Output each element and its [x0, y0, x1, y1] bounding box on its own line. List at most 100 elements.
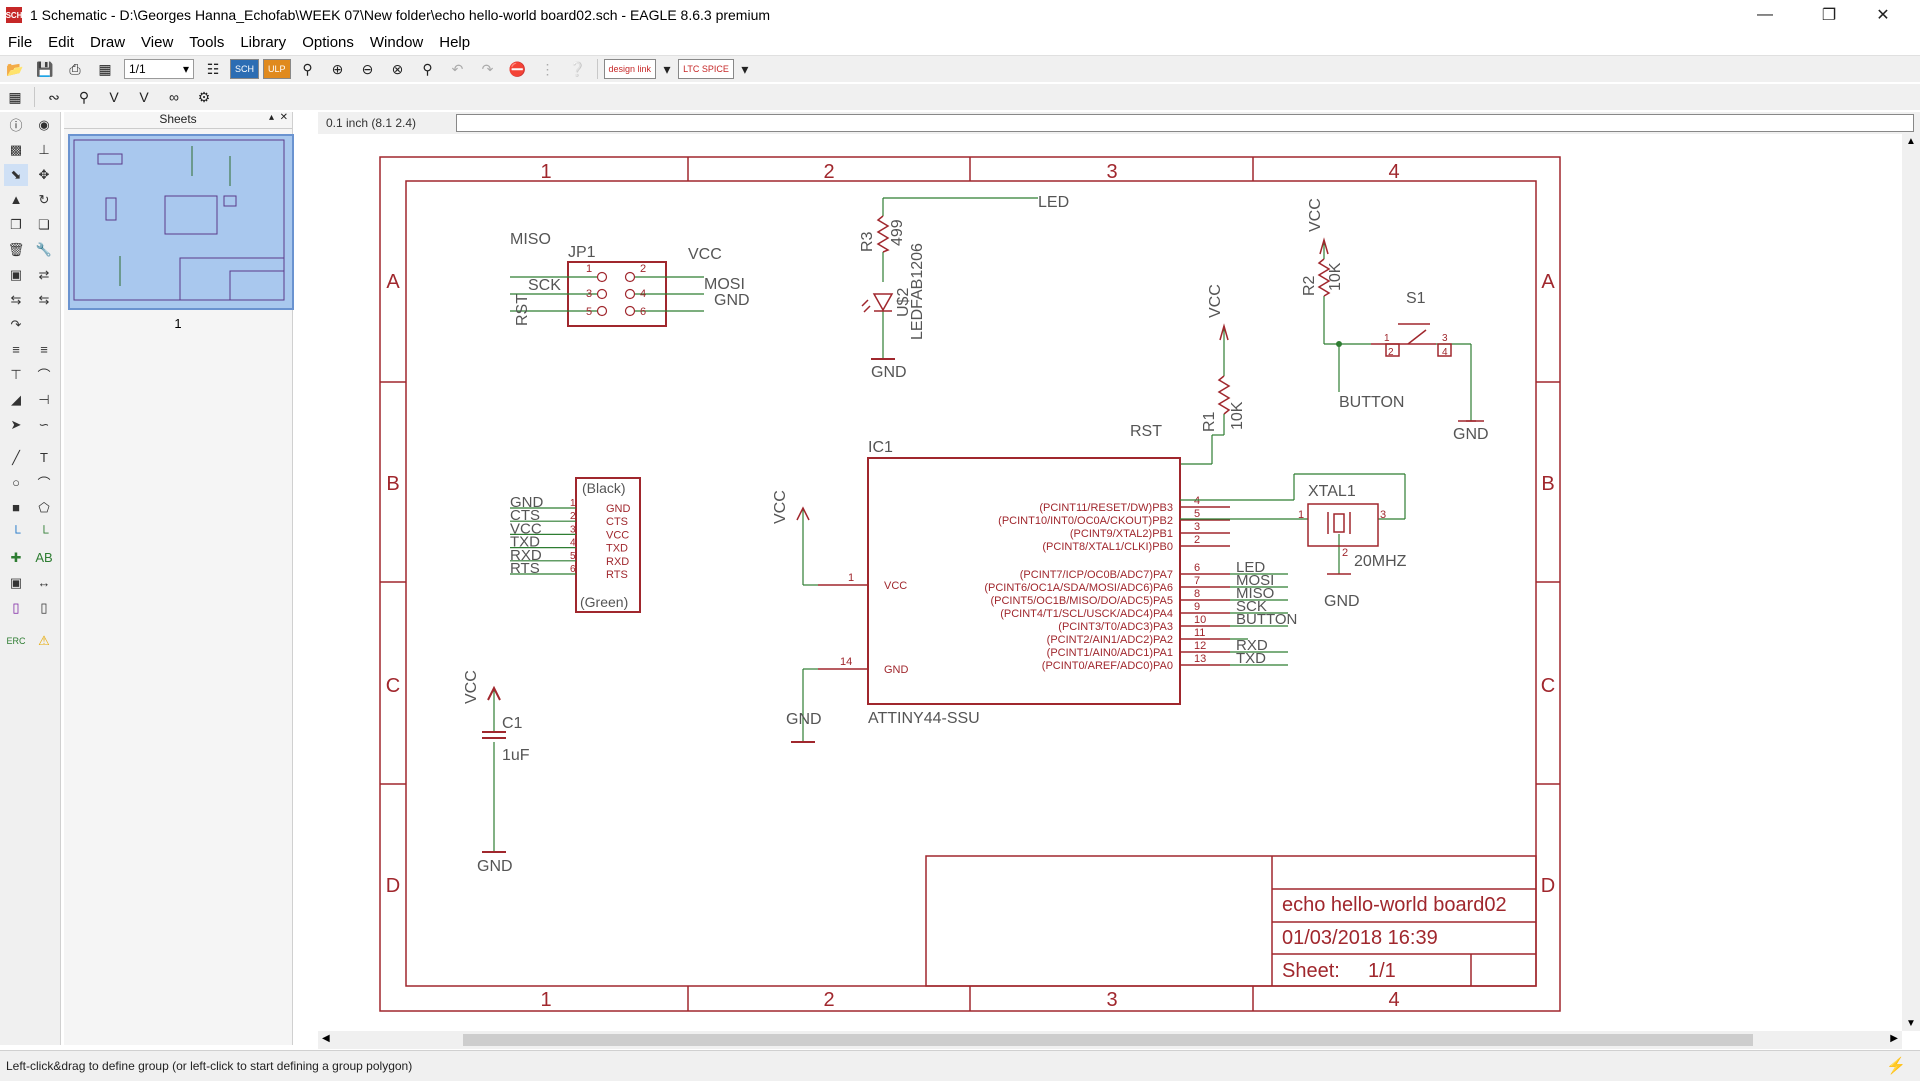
scroll-up-icon[interactable]: ▲: [1906, 136, 1916, 147]
horizontal-scrollbar[interactable]: ◀ ▶: [318, 1031, 1902, 1049]
label-icon[interactable]: AB: [35, 550, 53, 565]
menu-draw[interactable]: Draw: [90, 33, 126, 51]
menu-help[interactable]: Help: [439, 33, 471, 51]
split-wire-icon[interactable]: ◢: [11, 391, 21, 407]
ic1-pin-name: (PCINT9/XTAL2)PB1: [1070, 528, 1173, 540]
circle-icon[interactable]: ○: [12, 475, 20, 490]
line-icon[interactable]: ╱: [12, 449, 20, 465]
layers-icon[interactable]: ▩: [9, 141, 23, 157]
info-icon[interactable]: ⓘ: [9, 118, 23, 133]
ic1-pin-name: (PCINT4/T1/SCL/USCK/ADC4)PA4: [1000, 608, 1173, 620]
wrench-icon[interactable]: 🔧: [35, 241, 53, 257]
name-icon[interactable]: ≡: [12, 342, 20, 357]
attribute-icon[interactable]: ▣: [9, 574, 23, 590]
scroll-left-icon[interactable]: ◀: [322, 1033, 330, 1044]
menu-tools[interactable]: Tools: [189, 33, 225, 51]
minimize-button[interactable]: —: [1757, 6, 1773, 23]
scroll-right-icon[interactable]: ▶: [1890, 1033, 1898, 1044]
print-icon[interactable]: ⎙: [69, 60, 81, 77]
menu-file[interactable]: File: [8, 33, 33, 51]
zoom-select-icon[interactable]: ⊗: [391, 60, 404, 77]
undo-icon[interactable]: ↶: [451, 60, 464, 77]
gateswap-icon[interactable]: ⇆: [38, 291, 50, 307]
chevron-down-icon[interactable]: ▾: [741, 60, 749, 77]
close-button[interactable]: ✕: [1876, 7, 1890, 24]
ulp-badge[interactable]: ULP: [263, 59, 291, 79]
module-icon[interactable]: ▯: [12, 599, 20, 615]
net-tool-icon[interactable]: └: [39, 525, 49, 540]
group-icon[interactable]: ⬊: [4, 163, 28, 186]
pin-icon[interactable]: ▴: [268, 112, 274, 123]
zoom-last-icon[interactable]: ⚲: [422, 60, 433, 77]
ltc-spice-badge[interactable]: LTC SPICE: [678, 59, 734, 79]
delete-icon[interactable]: 🗑: [7, 241, 25, 257]
paste-icon[interactable]: ❏: [38, 216, 50, 232]
value-tool-icon[interactable]: ≡: [40, 342, 48, 357]
pinswap-icon[interactable]: ⇄: [38, 266, 50, 282]
mirror-icon[interactable]: ▲: [9, 192, 23, 207]
zoom-fit-icon[interactable]: ⚲: [302, 60, 313, 77]
stop-icon[interactable]: ⛔: [508, 60, 527, 77]
close-icon[interactable]: ✕: [279, 112, 288, 123]
paint-icon[interactable]: ∽: [38, 416, 50, 432]
erc-icon[interactable]: ERC: [6, 635, 26, 646]
replace-icon[interactable]: ⇆: [10, 291, 22, 307]
c1-ref: C1: [502, 715, 523, 732]
bus-icon[interactable]: ∞: [169, 89, 179, 105]
split-icon[interactable]: ↷: [10, 316, 22, 332]
sheet-select[interactable]: 1/1 ▾: [124, 59, 194, 79]
scroll-down-icon[interactable]: ▼: [1906, 1018, 1916, 1029]
sch-badge[interactable]: SCH: [230, 59, 260, 79]
arc-icon[interactable]: ⌒: [37, 476, 51, 491]
maximize-button[interactable]: ❐: [1821, 7, 1837, 24]
port-icon[interactable]: ▯: [40, 599, 48, 615]
miter-icon[interactable]: ⌒: [37, 368, 51, 383]
gear-icon[interactable]: ⚙: [197, 88, 211, 105]
redo-icon[interactable]: ↷: [481, 60, 494, 77]
zoom-out-icon[interactable]: ⊖: [361, 60, 374, 77]
horizontal-scroll-thumb[interactable]: [463, 1034, 1753, 1046]
command-input[interactable]: [456, 114, 1914, 132]
menu-options[interactable]: Options: [302, 33, 354, 51]
add-part-icon[interactable]: ▣: [9, 266, 23, 282]
chevron-down-icon[interactable]: ▾: [663, 60, 671, 77]
library-icon[interactable]: ☷: [206, 60, 220, 77]
grid-icon[interactable]: ▦: [8, 88, 22, 105]
menu-view[interactable]: View: [141, 33, 174, 51]
menu-library[interactable]: Library: [240, 33, 287, 51]
text-icon[interactable]: T: [40, 450, 48, 465]
ftdi-net-label: GND: [510, 494, 544, 511]
smash-icon[interactable]: ⊤: [10, 366, 22, 382]
go-icon[interactable]: ⋮: [540, 60, 555, 77]
show-icon[interactable]: ⚲: [78, 88, 90, 105]
vp-icon[interactable]: V: [139, 89, 149, 105]
ftdi-pin-name: CTS: [606, 516, 628, 528]
rotate-icon[interactable]: ↻: [38, 191, 50, 207]
optimize-icon[interactable]: ⊣: [38, 391, 50, 407]
value-icon[interactable]: V: [109, 89, 119, 105]
cam-icon[interactable]: ▦: [98, 60, 112, 77]
move-icon[interactable]: ✥: [38, 166, 50, 182]
polygon-icon[interactable]: ⬠: [38, 499, 50, 515]
zoom-in-icon[interactable]: ⊕: [331, 60, 344, 77]
copy-icon[interactable]: ❐: [10, 216, 22, 232]
open-icon[interactable]: 📂: [6, 60, 24, 77]
junction-icon[interactable]: ✚: [10, 549, 22, 565]
eye-icon[interactable]: ◉: [38, 116, 50, 132]
menu-window[interactable]: Window: [369, 33, 424, 51]
warning-icon[interactable]: ⚠: [38, 632, 50, 648]
wire-icon[interactable]: └: [11, 525, 21, 540]
help-icon[interactable]: ❔: [568, 60, 587, 77]
mark-icon[interactable]: ⊥: [38, 141, 50, 157]
design-link-badge[interactable]: design link: [603, 59, 657, 79]
jp1-pin-3: 3: [586, 288, 592, 300]
change-icon[interactable]: ➤: [10, 416, 22, 432]
save-icon[interactable]: 💾: [36, 60, 54, 77]
dimension-icon[interactable]: ↔: [37, 575, 51, 590]
vertical-scrollbar[interactable]: ▲ ▼: [1902, 134, 1920, 1031]
menu-edit[interactable]: Edit: [48, 33, 75, 51]
rect-icon[interactable]: ■: [12, 500, 20, 515]
schematic-canvas[interactable]: 1 2 3 4 1 2 3 4 A B C D A B C D echo hel…: [318, 134, 1902, 1031]
net-icon[interactable]: ∾: [48, 88, 60, 105]
sheet-thumbnail[interactable]: [68, 134, 294, 310]
